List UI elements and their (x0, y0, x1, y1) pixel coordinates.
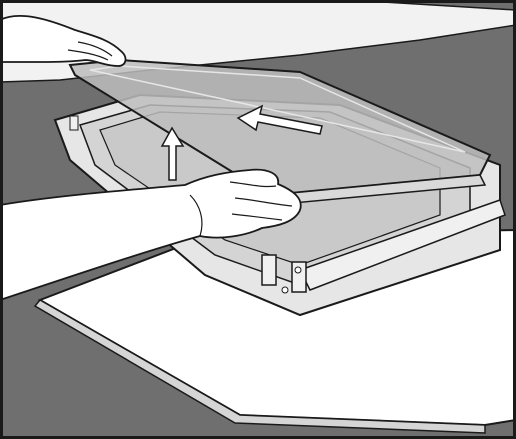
hinge-screw (295, 267, 301, 273)
hinge-left (262, 255, 276, 285)
hinge-right (292, 262, 306, 292)
door-screw (282, 287, 288, 293)
corner-clip (70, 116, 78, 130)
